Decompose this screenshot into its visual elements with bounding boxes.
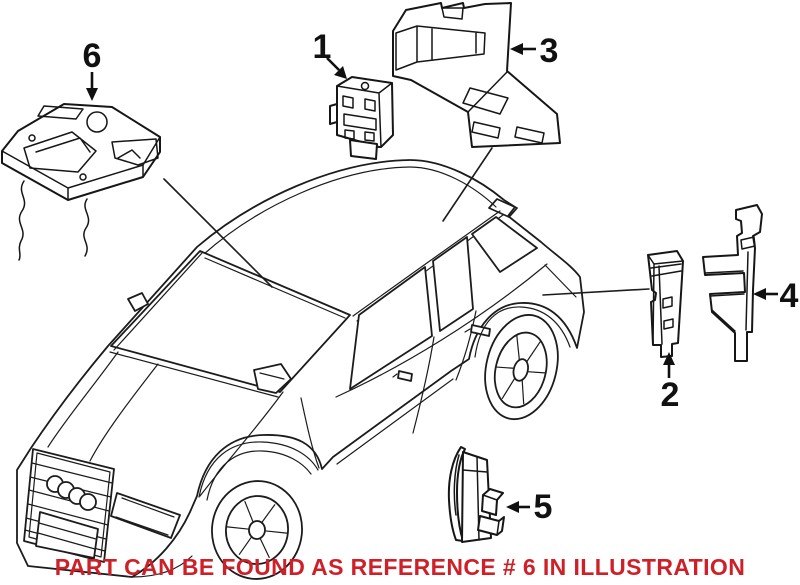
antenna-wire-1 [18,180,26,261]
quarter-window [471,216,538,273]
part-label-6: 6 [83,37,102,75]
belt-line [335,263,548,398]
sill-inner [336,378,454,465]
windshield [110,250,351,393]
part-1-control-module [329,76,394,160]
part-label-2: 2 [661,376,680,414]
rear-door-gap [455,310,477,381]
side-mirror-inner [259,372,285,380]
handle-stem-front [392,373,398,378]
front-arch-line-2 [206,450,312,501]
rear-wheel [484,314,559,421]
a-pillar-inner [113,252,203,351]
rear-arch-line [474,306,571,358]
part-6-control-module [1,103,161,261]
ref-3: 3 [510,32,558,70]
audi-rings-logo [46,475,97,511]
front-door-handle [397,370,413,382]
hood-crease-1 [47,351,119,448]
arrow-1 [326,57,340,71]
tailgate-spoiler [488,198,518,218]
vehicle-illustration [16,159,585,580]
mid-door-gap [412,336,435,434]
lower-intake [35,511,99,559]
side-mirror [253,363,292,394]
front-door-window [349,266,433,390]
leader-line-part-6 [163,178,273,288]
part-4-mounting-bracket [702,204,763,362]
ref-5: 5 [506,488,552,526]
front-arch-line [198,441,319,498]
handle-stem-rear [464,328,471,333]
part-label-3: 3 [540,32,559,70]
far-side-mirror [127,292,149,312]
front-door-gap [300,397,320,469]
antenna-wire-2 [83,198,90,257]
rear-door-window [432,236,474,332]
ref-4: 4 [753,277,799,315]
part-label-5: 5 [534,488,553,526]
leader-line-part-3 [442,147,493,222]
part-5-sensor [447,446,505,543]
quarter-crease [544,264,577,298]
windshield-inner-edge [204,257,346,319]
front-wheel [211,480,303,580]
ref-1: 1 [313,28,347,79]
part-3-mounting-bracket [392,2,561,148]
hood-crease-2 [89,363,159,462]
drip-rail [352,210,501,317]
roof-inner-line [203,166,497,255]
caption-text: PART CAN BE FOUND AS REFERENCE # 6 IN IL… [55,554,745,580]
part-2-control-module [647,250,684,358]
part-label-4: 4 [780,277,799,315]
headlight [110,492,181,539]
ref-6: 6 [83,37,102,101]
part-label-1: 1 [313,28,332,66]
leader-line-part-2 [542,288,650,296]
ref-2: 2 [661,352,680,414]
cowl-line [109,351,279,398]
bumper-lip [131,555,193,578]
